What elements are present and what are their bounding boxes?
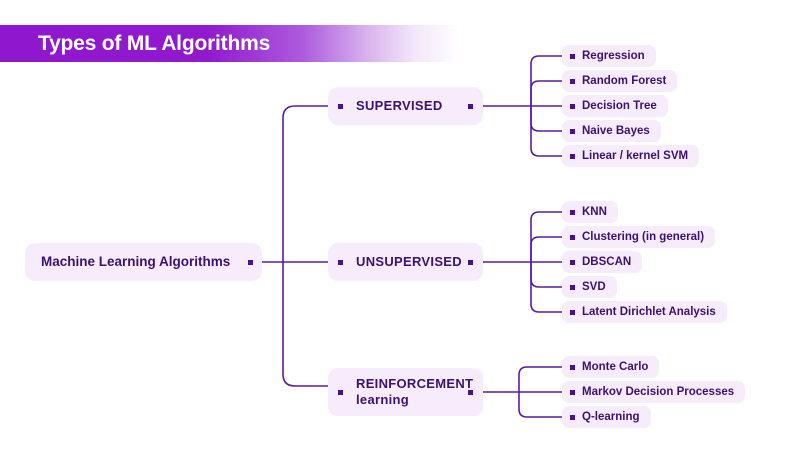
connector-dot-icon xyxy=(338,103,343,109)
leaf-node-label: Random Forest xyxy=(582,74,667,87)
branch-node-unsupervised[interactable]: UNSUPERVISED xyxy=(328,243,483,281)
leaf-node-label: Q-learning xyxy=(582,410,640,423)
leaf-node-label: DBSCAN xyxy=(582,255,632,268)
leaf-node[interactable]: Decision Tree xyxy=(562,95,668,117)
leaf-node[interactable]: Monte Carlo xyxy=(562,356,660,378)
link-unsupervised-clustering xyxy=(530,236,562,262)
leaf-node-label: Markov Decision Processes xyxy=(582,385,735,398)
branch-node-label: REINFORCEMENT learning xyxy=(356,375,474,407)
leaf-node[interactable]: Markov Decision Processes xyxy=(562,381,746,403)
connector-dot-icon xyxy=(570,153,575,159)
link-supervised-svm xyxy=(530,106,562,157)
root-node-label: Machine Learning Algorithms xyxy=(41,253,231,269)
connector-dot-icon xyxy=(570,53,575,59)
leaf-node-label: SVD xyxy=(582,280,606,293)
leaf-node-label: Latent Dirichlet Analysis xyxy=(582,305,716,318)
leaf-node[interactable]: Random Forest xyxy=(562,70,678,92)
leaf-node[interactable]: KNN xyxy=(562,201,618,223)
connector-dot-icon xyxy=(570,309,575,315)
connector-dot-icon xyxy=(570,103,575,109)
page-title: Types of ML Algorithms xyxy=(38,32,271,55)
connector-dot-icon xyxy=(570,259,575,265)
branch-node-label: UNSUPERVISED xyxy=(356,253,462,269)
link-unsupervised-svd xyxy=(530,262,562,288)
link-reinforcement-monte-carlo xyxy=(518,366,562,392)
root-node[interactable]: Machine Learning Algorithms xyxy=(25,243,262,281)
connector-dot-icon xyxy=(468,103,473,109)
link-root-reinforcement xyxy=(282,262,328,387)
link-unsupervised-lda xyxy=(530,262,562,313)
link-supervised-random-forest xyxy=(530,80,562,106)
link-supervised-regression xyxy=(530,55,562,106)
link-supervised-naive-bayes xyxy=(530,106,562,132)
connector-dot-icon xyxy=(570,234,575,240)
connector-dot-icon xyxy=(468,389,473,395)
leaf-node[interactable]: Linear / kernel SVM xyxy=(562,145,700,167)
branch-node-reinforcement[interactable]: REINFORCEMENT learning xyxy=(328,368,483,416)
connector-dot-icon xyxy=(570,78,575,84)
branch-node-supervised[interactable]: SUPERVISED xyxy=(328,87,483,125)
leaf-node-label: KNN xyxy=(582,205,607,218)
connector-dot-icon xyxy=(248,259,253,265)
link-reinforcement-qlearning xyxy=(518,392,562,418)
link-root-supervised xyxy=(282,105,328,262)
connector-dot-icon xyxy=(570,128,575,134)
branch-node-label: SUPERVISED xyxy=(356,97,443,113)
leaf-node[interactable]: Latent Dirichlet Analysis xyxy=(562,301,727,323)
leaf-node-label: Decision Tree xyxy=(582,99,657,112)
leaf-node[interactable]: Regression xyxy=(562,45,656,67)
connector-dot-icon xyxy=(570,364,575,370)
leaf-node-label: Clustering (in general) xyxy=(582,230,705,243)
connector-dot-icon xyxy=(468,259,473,265)
link-unsupervised-knn xyxy=(530,211,562,262)
connector-dot-icon xyxy=(570,414,575,420)
connector-dot-icon xyxy=(338,389,343,395)
title-banner xyxy=(0,25,460,62)
leaf-node[interactable]: Clustering (in general) xyxy=(562,226,716,248)
leaf-node-label: Naive Bayes xyxy=(582,124,650,137)
connector-dot-icon xyxy=(338,259,343,265)
leaf-node[interactable]: SVD xyxy=(562,276,617,298)
leaf-node[interactable]: Q-learning xyxy=(562,406,651,428)
connector-dot-icon xyxy=(570,284,575,290)
connector-dot-icon xyxy=(570,389,575,395)
leaf-node-label: Regression xyxy=(582,49,645,62)
leaf-node-label: Linear / kernel SVM xyxy=(582,149,689,162)
connector-dot-icon xyxy=(570,209,575,215)
leaf-node[interactable]: Naive Bayes xyxy=(562,120,661,142)
leaf-node-label: Monte Carlo xyxy=(582,360,649,373)
leaf-node[interactable]: DBSCAN xyxy=(562,251,643,273)
